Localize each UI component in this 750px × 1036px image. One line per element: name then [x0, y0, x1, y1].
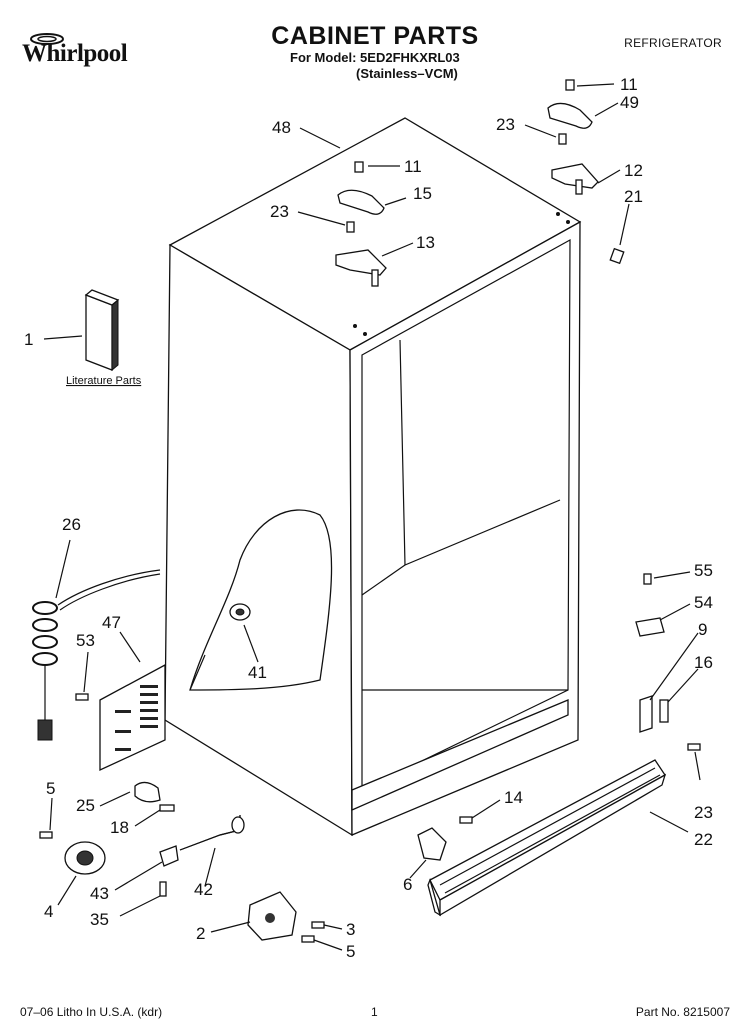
- right-lower-hardware: [417, 573, 701, 861]
- callout-6: 6: [403, 875, 412, 894]
- callout-12: 12: [624, 161, 643, 180]
- hinge-top-center: [335, 161, 387, 287]
- callout-13: 13: [416, 233, 435, 252]
- callout-23-right: 23: [496, 115, 515, 134]
- base-grille: [427, 759, 667, 917]
- callout-55: 55: [694, 561, 713, 580]
- callout-5-bottom: 5: [346, 942, 355, 961]
- variant-line: (Stainless–VCM): [356, 66, 458, 81]
- footer-part-number: Part No. 8215007: [635, 1005, 730, 1019]
- callout-54: 54: [694, 593, 713, 612]
- callout-18: 18: [110, 818, 129, 837]
- callout-1: 1: [24, 330, 33, 349]
- callout-53: 53: [76, 631, 95, 650]
- callout-11-center: 11: [404, 157, 422, 176]
- whirlpool-logo-swoosh: [30, 33, 64, 45]
- page-title: CABINET PARTS: [271, 22, 479, 50]
- callout-26: 26: [62, 515, 81, 534]
- callout-23-center: 23: [270, 202, 289, 221]
- callout-14: 14: [504, 788, 523, 807]
- leveler-assembly: [247, 891, 325, 943]
- callout-16: 16: [694, 653, 713, 672]
- brand-logo: Whirlpool: [22, 40, 128, 67]
- leader-lines: [43, 83, 701, 951]
- footer-page-number: 1: [371, 1005, 378, 1019]
- callout-25: 25: [76, 796, 95, 815]
- literature-parts-label: Literature Parts: [66, 375, 142, 387]
- power-cord: [32, 569, 161, 741]
- callout-49: 49: [620, 93, 639, 112]
- callout-9: 9: [698, 620, 707, 639]
- cabinet-shell: [164, 117, 582, 837]
- callout-41: 41: [248, 663, 267, 682]
- footer-print-info: 07–06 Litho In U.S.A. (kdr): [20, 1005, 163, 1019]
- callout-22: 22: [694, 830, 713, 849]
- callout-3: 3: [346, 920, 355, 939]
- callout-42: 42: [194, 880, 213, 899]
- callout-21: 21: [624, 187, 643, 206]
- callout-11-right: 11: [620, 75, 638, 94]
- callout-35: 35: [90, 910, 109, 929]
- callout-23-lower: 23: [694, 803, 713, 822]
- callout-43: 43: [90, 884, 109, 903]
- callout-48: 48: [272, 118, 291, 137]
- callout-47: 47: [102, 613, 121, 632]
- access-cover: [99, 663, 166, 772]
- callout-2: 2: [196, 924, 205, 943]
- hinge-top-right: [547, 79, 625, 265]
- callout-15: 15: [413, 184, 432, 203]
- callout-5-left: 5: [46, 779, 55, 798]
- category-label: REFRIGERATOR: [624, 36, 722, 50]
- lower-left-hardware: [39, 603, 251, 897]
- literature-booklet: [84, 289, 120, 372]
- callout-4: 4: [44, 902, 53, 921]
- model-line: For Model: 5ED2FHKXRL03: [290, 50, 460, 65]
